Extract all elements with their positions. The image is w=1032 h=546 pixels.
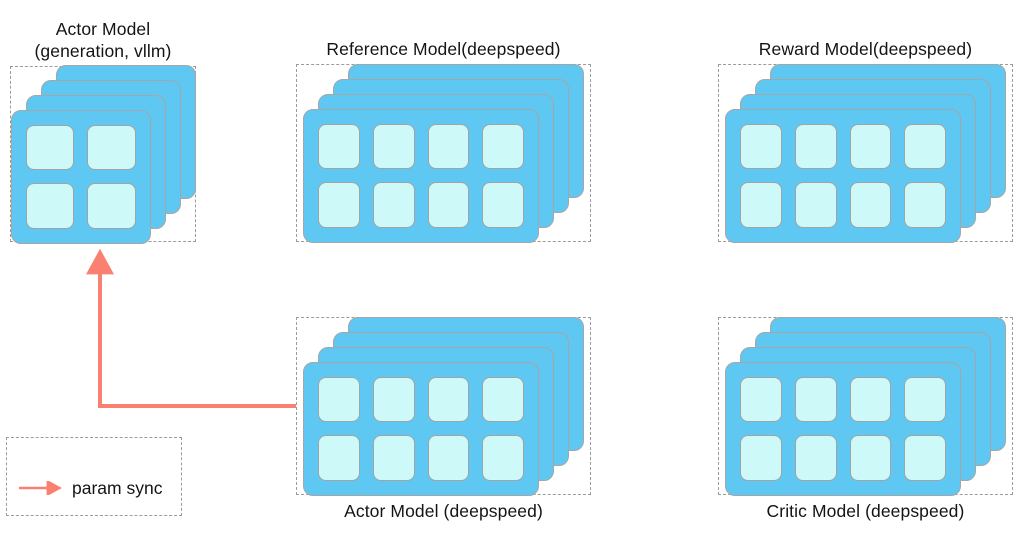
legend-content: param sync bbox=[7, 478, 162, 498]
gpu-cell bbox=[372, 123, 415, 169]
gpu-cell bbox=[482, 182, 524, 228]
gpu-cell bbox=[849, 435, 892, 481]
model-group-label-actor-vllm: Actor Model (generation, vllm) bbox=[34, 19, 172, 61]
gpu-card-front bbox=[10, 109, 151, 244]
model-group-reward-deepspeed: Reward Model(deepspeed) bbox=[718, 39, 1013, 243]
gpu-cell bbox=[794, 182, 837, 228]
gpu-card-front bbox=[725, 361, 961, 496]
gpu-cell bbox=[427, 376, 470, 422]
model-group-actor-deepspeed: Actor Model (deepspeed) bbox=[296, 316, 591, 521]
gpu-cell bbox=[904, 376, 946, 422]
legend-label: param sync bbox=[72, 477, 163, 498]
gpu-cell bbox=[482, 376, 524, 422]
param-sync-path bbox=[86, 248, 296, 408]
gpu-cell bbox=[427, 435, 470, 481]
gpu-cell bbox=[372, 376, 415, 422]
gpu-card-stack-actor-vllm bbox=[10, 64, 196, 244]
gpu-cell bbox=[849, 123, 892, 169]
gpu-cell-grid bbox=[304, 363, 538, 495]
gpu-cell bbox=[25, 124, 74, 170]
gpu-cell bbox=[427, 182, 470, 228]
gpu-cell-grid bbox=[726, 363, 960, 495]
gpu-cell bbox=[482, 435, 524, 481]
gpu-cell bbox=[372, 182, 415, 228]
gpu-cell bbox=[794, 435, 837, 481]
gpu-cell bbox=[740, 123, 782, 169]
gpu-cell bbox=[427, 123, 470, 169]
gpu-cell bbox=[740, 435, 782, 481]
model-group-actor-vllm: Actor Model (generation, vllm) bbox=[10, 19, 196, 244]
gpu-cell bbox=[87, 183, 136, 229]
gpu-cell bbox=[87, 124, 136, 170]
gpu-card-stack-reward-deepspeed bbox=[718, 63, 1013, 243]
gpu-cell bbox=[904, 123, 946, 169]
model-group-label-actor-deepspeed: Actor Model (deepspeed) bbox=[344, 501, 543, 521]
gpu-card-front bbox=[303, 361, 539, 496]
gpu-cell bbox=[849, 182, 892, 228]
gpu-card-front bbox=[725, 108, 961, 243]
param-sync-arrow-icon bbox=[19, 480, 62, 495]
gpu-cell bbox=[318, 123, 360, 169]
gpu-cell bbox=[318, 182, 360, 228]
gpu-cell-grid bbox=[726, 110, 960, 242]
gpu-cell bbox=[482, 123, 524, 169]
model-group-critic-deepspeed: Critic Model (deepspeed) bbox=[718, 316, 1013, 521]
gpu-cell-grid bbox=[304, 110, 538, 242]
gpu-cell bbox=[904, 182, 946, 228]
gpu-card-stack-reference-deepspeed bbox=[296, 63, 591, 243]
gpu-cell bbox=[794, 376, 837, 422]
gpu-cell bbox=[318, 376, 360, 422]
gpu-card-front bbox=[303, 108, 539, 243]
gpu-cell bbox=[740, 376, 782, 422]
gpu-card-stack-actor-deepspeed bbox=[296, 316, 591, 496]
model-group-label-reference-deepspeed: Reference Model(deepspeed) bbox=[326, 39, 561, 59]
gpu-cell bbox=[372, 435, 415, 481]
model-group-reference-deepspeed: Reference Model(deepspeed) bbox=[296, 39, 591, 243]
gpu-cell bbox=[904, 435, 946, 481]
gpu-cell bbox=[318, 435, 360, 481]
model-group-label-reward-deepspeed: Reward Model(deepspeed) bbox=[758, 39, 973, 59]
gpu-cell bbox=[740, 182, 782, 228]
model-group-label-critic-deepspeed: Critic Model (deepspeed) bbox=[766, 501, 965, 521]
gpu-card-stack-critic-deepspeed bbox=[718, 316, 1013, 496]
legend-box: param sync bbox=[6, 437, 182, 516]
gpu-cell bbox=[849, 376, 892, 422]
gpu-cell bbox=[794, 123, 837, 169]
gpu-cell-grid bbox=[12, 111, 150, 243]
gpu-cell bbox=[25, 183, 74, 229]
